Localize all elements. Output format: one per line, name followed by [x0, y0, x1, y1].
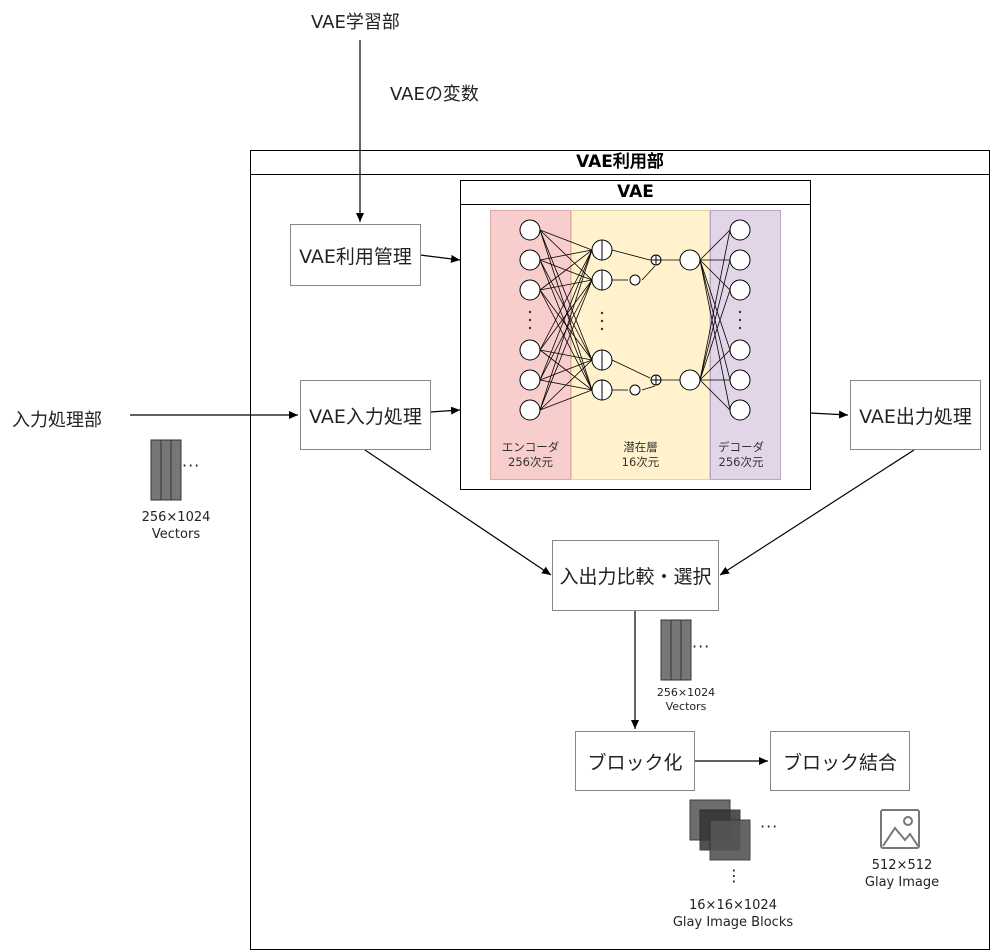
- encoder-node: [519, 279, 541, 301]
- decoder-label: デコーダ 256次元: [710, 440, 772, 470]
- blocks-name: Glay Image Blocks: [672, 915, 794, 930]
- decoder-dim: 256次元: [718, 455, 764, 469]
- vae-use-frame-title: VAE利用部: [251, 151, 989, 175]
- vae-input-box[interactable]: VAE入力処理: [300, 380, 431, 450]
- arrow-output-to-compare: [719, 449, 915, 576]
- sampled-node: [679, 249, 701, 271]
- vectors-mid-caption: 256×1024 Vectors: [638, 686, 734, 714]
- encoder-node: [519, 369, 541, 391]
- noise-node: [629, 384, 641, 396]
- image-name: Glay Image: [864, 875, 940, 890]
- decoder-name: デコーダ: [718, 440, 764, 454]
- vae-manage-box[interactable]: VAE利用管理: [290, 224, 421, 286]
- blocks-size: 16×16×1024: [689, 898, 777, 913]
- vector-stack-icon-mid: [660, 619, 692, 681]
- sampled-node: [679, 369, 701, 391]
- vectors-left-size: 256×1024: [141, 510, 211, 525]
- arrow-input-to-vae: [429, 406, 461, 415]
- vectors-mid-size: 256×1024: [656, 686, 716, 699]
- latent-label: 潜在層 16次元: [571, 440, 710, 470]
- decoder-node: [729, 369, 751, 391]
- blocks-h-ellipsis: ···: [760, 817, 779, 836]
- encoder-name: エンコーダ: [501, 440, 560, 454]
- encoder-node: [519, 339, 541, 361]
- decoder-node: [729, 339, 751, 361]
- network-connections: [539, 229, 731, 411]
- decoder-node: [729, 279, 751, 301]
- block-join-box[interactable]: ブロック結合: [770, 731, 910, 791]
- latent-name: 潜在層: [623, 440, 658, 454]
- decoder-node: [729, 399, 751, 421]
- arrow-vae-to-output: [809, 410, 849, 419]
- vectors-mid-ellipsis: ···: [692, 637, 711, 656]
- encoder-node: [519, 249, 541, 271]
- vectors-left-caption: 256×1024 Vectors: [128, 509, 224, 543]
- vectors-mid-name: Vectors: [665, 700, 707, 713]
- vertical-ellipsis: [528, 310, 742, 331]
- latent-dim: 16次元: [621, 455, 660, 469]
- vectors-left-name: Vectors: [151, 527, 201, 542]
- vae-training-label: VAE学習部: [311, 12, 400, 33]
- vae-use-frame: VAE利用部: [250, 150, 990, 950]
- encoder-dim: 256次元: [508, 455, 553, 469]
- vae-frame-title: VAE: [461, 181, 810, 205]
- image-caption: 512×512 Glay Image: [852, 857, 952, 891]
- arrow-input-to-compare: [364, 449, 552, 576]
- decoder-node: [729, 219, 751, 241]
- vae-output-box[interactable]: VAE出力処理: [850, 380, 981, 450]
- noise-node: [629, 274, 641, 286]
- encoder-node: [519, 219, 541, 241]
- node-marks: [601, 240, 661, 400]
- input-processing-unit-label: 入力処理部: [12, 410, 102, 431]
- image-size: 512×512: [871, 858, 933, 873]
- compare-select-box[interactable]: 入出力比較・選択: [552, 540, 719, 611]
- blocks-caption: 16×16×1024 Glay Image Blocks: [668, 897, 798, 931]
- encoder-node: [519, 399, 541, 421]
- encoder-label: エンコーダ 256次元: [490, 440, 571, 470]
- decoder-node: [729, 249, 751, 271]
- arrow-manage-to-vae: [419, 254, 461, 263]
- blockify-box[interactable]: ブロック化: [575, 731, 695, 791]
- network-nodes: [519, 219, 751, 421]
- vae-variables-label: VAEの変数: [390, 84, 479, 105]
- vectors-left-ellipsis: ···: [182, 456, 201, 475]
- blocks-v-ellipsis: ⋮: [726, 866, 743, 885]
